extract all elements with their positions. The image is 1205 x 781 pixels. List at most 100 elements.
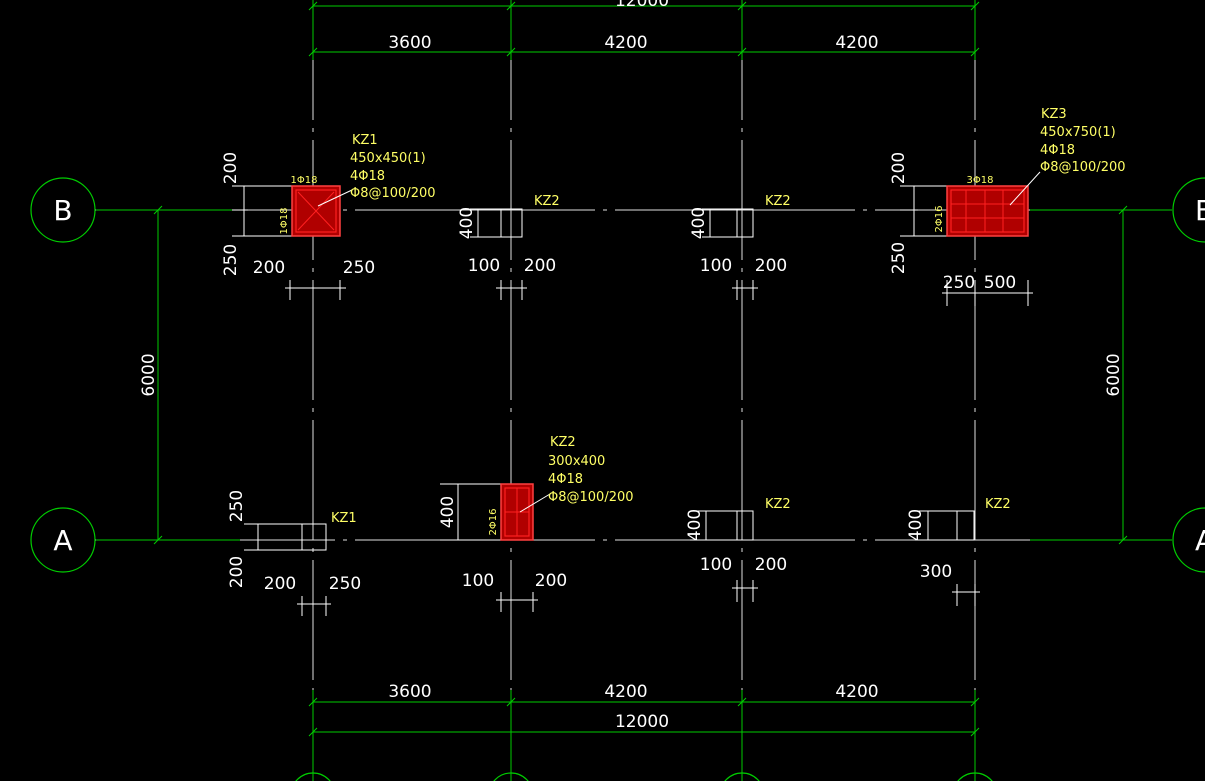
- column-a1-dim-right: 250: [329, 574, 361, 594]
- dim-text-bottom-span-3: 4200: [835, 682, 878, 702]
- dimension-lines: [96, 0, 1172, 781]
- column-b4-crossties: [951, 190, 1024, 232]
- column-a1-dim-left: 200: [264, 574, 296, 594]
- grid-lines: [95, 0, 1170, 781]
- column-a4-dim-left: 300: [920, 562, 952, 582]
- dim-text-top-overall: 12000: [615, 0, 669, 11]
- column-b3-dim-right: 200: [755, 256, 787, 276]
- column-b4-dim-left: 250: [943, 273, 975, 293]
- column-b3-tag: KZ2: [765, 194, 791, 209]
- column-b4-stirrup: [950, 189, 1025, 233]
- column-a1-outline: [301, 523, 327, 551]
- column-a4[interactable]: KZ2 400 300: [906, 497, 1011, 606]
- column-b3-outline: [736, 208, 754, 238]
- axis-bubble-b-left[interactable]: [30, 177, 96, 243]
- column-b4-side-top: 3Φ18: [967, 175, 994, 186]
- column-a4-outline: [956, 510, 975, 541]
- column-a3-dim-height: 400: [685, 509, 705, 541]
- column-b4-size: 450x750(1): [1040, 125, 1116, 140]
- column-a4-dims: [915, 510, 980, 606]
- column-b1-dim-right: 250: [343, 258, 375, 278]
- column-b1-dim-bottom: 250: [221, 244, 241, 276]
- axis-bubbles: [30, 177, 1205, 781]
- column-b1-stirrup-label: Φ8@100/200: [350, 186, 436, 201]
- column-b4-mainbar: 4Φ18: [1040, 143, 1075, 158]
- column-a3-dim-left: 100: [700, 555, 732, 575]
- column-b2-dim-left: 100: [468, 256, 500, 276]
- column-a4-tag: KZ2: [985, 497, 1011, 512]
- column-a3-dim-right: 200: [755, 555, 787, 575]
- column-b1-dim-top: 200: [221, 152, 241, 184]
- dim-text-top-span-3: 4200: [835, 33, 878, 53]
- dim-text-right-vertical: 6000: [1104, 353, 1124, 396]
- column-b1-dims: [232, 185, 346, 300]
- column-a2[interactable]: 2Φ16 KZ2 300x400 4Φ18 Φ8@100/200 400 100…: [438, 435, 634, 612]
- column-a2-dim-right: 200: [535, 571, 567, 591]
- column-a1-dim-top: 250: [227, 490, 247, 522]
- column-b3-dims: [702, 208, 758, 300]
- column-a2-side-left: 2Φ16: [488, 509, 499, 536]
- axis-bubble-a-right[interactable]: [1172, 507, 1205, 573]
- column-b1-dim-left: 200: [253, 258, 285, 278]
- axis-bubble-b-right[interactable]: [1172, 177, 1205, 243]
- column-b1-side-top: 1Φ18: [291, 175, 318, 186]
- column-b4-dim-bottom: 250: [889, 242, 909, 274]
- axis-label-b-right: B: [1195, 194, 1205, 227]
- axis-bubble-2-bottom[interactable]: [489, 772, 533, 781]
- column-b4-tag: KZ3: [1041, 107, 1067, 122]
- column-b3-dim-height: 400: [689, 207, 709, 239]
- column-a1[interactable]: KZ1 250 200 200 250: [227, 490, 361, 616]
- dim-text-top-span-1: 3600: [388, 33, 431, 53]
- dim-text-bottom-span-2: 4200: [604, 682, 647, 702]
- column-b4-side-left: 2Φ16: [934, 206, 945, 233]
- axis-bubble-4-bottom[interactable]: [953, 772, 997, 781]
- axis-bubble-3-bottom[interactable]: [720, 772, 764, 781]
- column-b1-crosstie: [297, 191, 335, 231]
- dim-text-bottom-overall: 12000: [615, 712, 669, 732]
- column-b1-side-left: 1Φ18: [279, 208, 290, 235]
- column-a2-mainbar: 4Φ18: [548, 472, 583, 487]
- column-b4-dims: [900, 185, 1033, 306]
- column-a3-tag: KZ2: [765, 497, 791, 512]
- column-b2-dims: [470, 208, 527, 300]
- column-a3-dims: [690, 510, 758, 602]
- column-b1-tag: KZ1: [352, 133, 378, 148]
- column-b1-stirrup: [295, 189, 337, 233]
- column-a4-dim-height: 400: [906, 509, 926, 541]
- column-b4-leader: [1009, 171, 1041, 206]
- column-a2-crosstie: [505, 488, 529, 536]
- axis-bubble-1-bottom[interactable]: [291, 772, 335, 781]
- axis-label-a-right: A: [1195, 524, 1205, 557]
- column-a2-tag: KZ2: [550, 435, 576, 450]
- column-b3[interactable]: KZ2 400 100 200: [689, 194, 791, 300]
- column-a1-dims: [244, 523, 331, 616]
- column-b1-leader: [317, 189, 353, 207]
- column-a1-dim-bottom: 200: [227, 556, 247, 588]
- column-a3[interactable]: KZ2 400 100 200: [685, 497, 791, 602]
- dim-text-top-span-2: 4200: [604, 33, 647, 53]
- column-b4-dim-right: 500: [984, 273, 1016, 293]
- axis-label-a-left: A: [53, 524, 72, 557]
- column-a2-dim-height: 400: [438, 496, 458, 528]
- column-b2-dim-height: 400: [457, 207, 477, 239]
- column-b1-size: 450x450(1): [350, 151, 426, 166]
- column-b3-dim-left: 100: [700, 256, 732, 276]
- column-b1[interactable]: 1Φ18 1Φ18 KZ1 450x450(1) 4Φ18 Φ8@100/200…: [221, 133, 436, 300]
- column-a3-outline: [736, 510, 754, 541]
- column-b4[interactable]: 3Φ18 2Φ16 KZ3 450x750(1) 4Φ18 Φ8@100/200…: [889, 107, 1126, 306]
- dim-text-bottom-span-1: 3600: [388, 682, 431, 702]
- column-b2[interactable]: KZ2 400 100 200: [457, 194, 560, 300]
- column-a2-dims: [440, 483, 538, 612]
- column-b2-dim-right: 200: [524, 256, 556, 276]
- column-a1-tag: KZ1: [331, 511, 357, 526]
- column-b4-body: [946, 185, 1029, 237]
- axis-bubble-a-left[interactable]: [30, 507, 96, 573]
- dim-text-left-vertical: 6000: [139, 353, 159, 396]
- column-a2-size: 300x400: [548, 454, 605, 469]
- column-b1-mainbar: 4Φ18: [350, 169, 385, 184]
- column-a2-leader: [519, 493, 551, 513]
- axis-label-b-left: B: [53, 194, 72, 227]
- column-a2-stirrup-label: Φ8@100/200: [548, 490, 634, 505]
- dim-ticks: [153, 1, 1128, 737]
